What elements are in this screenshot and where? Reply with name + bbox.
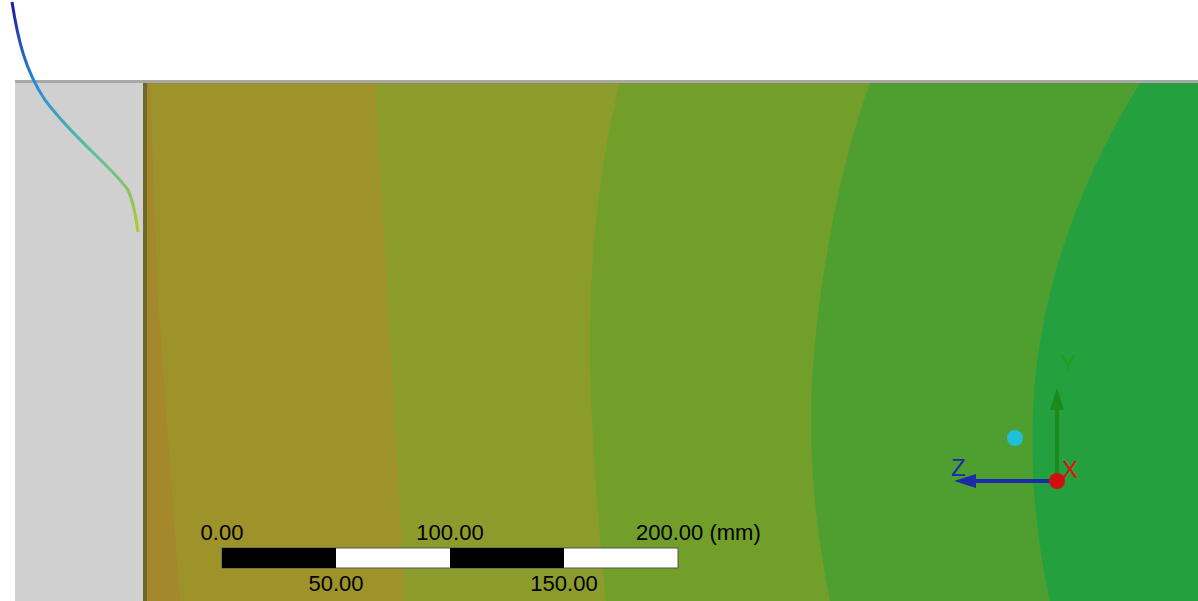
top-edge bbox=[15, 80, 1198, 83]
scale-value: 50.00 bbox=[308, 573, 363, 595]
scale-value: 0.00 bbox=[201, 522, 244, 544]
band-2 bbox=[375, 83, 1198, 601]
y-arrowhead bbox=[1050, 388, 1064, 410]
grey-ground bbox=[15, 80, 1198, 601]
scale-value: 100.00 bbox=[416, 522, 483, 544]
band-5 bbox=[1032, 83, 1198, 601]
y-axis bbox=[1055, 405, 1059, 481]
z-axis bbox=[972, 479, 1057, 483]
axis-label: Y bbox=[1060, 352, 1076, 376]
scale-bar bbox=[222, 548, 678, 568]
view-dot bbox=[1007, 430, 1023, 446]
curve bbox=[12, 2, 138, 232]
band-0 bbox=[145, 83, 180, 601]
edge-line bbox=[143, 83, 147, 601]
axis-label: X bbox=[1062, 458, 1078, 482]
band-4 bbox=[811, 83, 1198, 601]
scale-segment bbox=[222, 548, 336, 568]
scale-value: 150.00 bbox=[530, 573, 597, 595]
axis-label: Z bbox=[951, 456, 966, 480]
scale-segment bbox=[450, 548, 564, 568]
band-1 bbox=[145, 83, 1198, 601]
band-3 bbox=[590, 83, 1198, 601]
scale-value: 200.00 (mm) bbox=[636, 522, 761, 544]
